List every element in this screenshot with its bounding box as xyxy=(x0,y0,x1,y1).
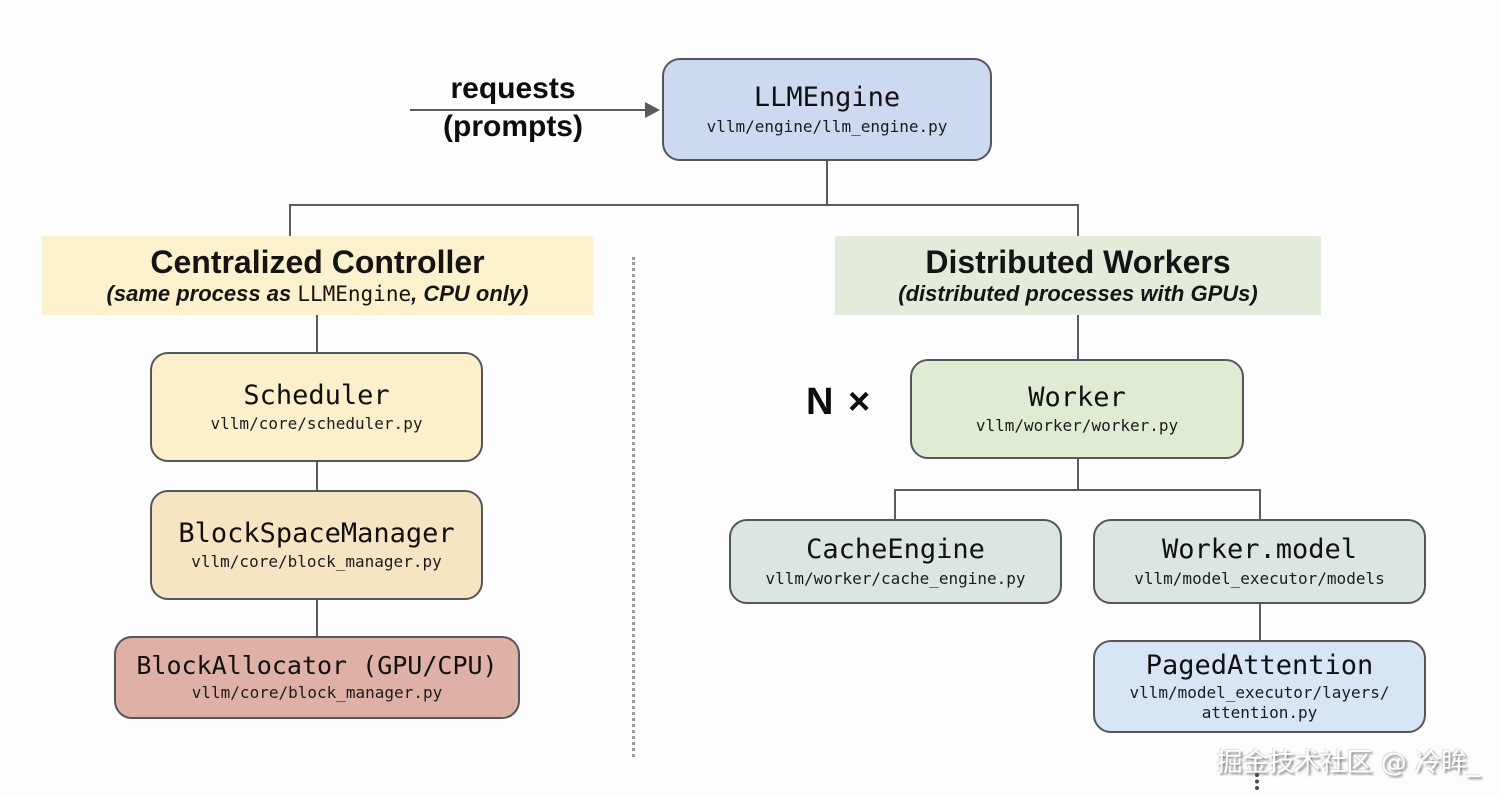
edge-bsm-to-allocator xyxy=(316,599,318,637)
edge-worker-branch xyxy=(894,489,1261,491)
node-worker-model-path: vllm/model_executor/models xyxy=(1134,568,1385,588)
node-llm-engine-title: LLMEngine xyxy=(753,82,901,114)
arrow-label-line1: requests xyxy=(450,72,576,105)
edge-scheduler-to-bsm xyxy=(316,461,318,491)
node-scheduler: Scheduler vllm/core/scheduler.py xyxy=(150,352,483,462)
node-block-allocator-title: BlockAllocator (GPU/CPU) xyxy=(136,650,498,680)
node-llm-engine-path: vllm/engine/llm_engine.py xyxy=(706,116,948,136)
node-llm-engine: LLMEngine vllm/engine/llm_engine.py xyxy=(662,58,992,161)
node-worker-model-title: Worker.model xyxy=(1161,534,1358,566)
arrow-label-line2: (prompts) xyxy=(443,110,583,144)
node-paged-attention-path-line2: attention.py xyxy=(1201,702,1318,722)
dotted-divider xyxy=(632,257,635,757)
node-block-space-manager-title: BlockSpaceManager xyxy=(178,517,455,549)
node-cache-engine-title: CacheEngine xyxy=(806,534,985,566)
node-worker-path: vllm/worker/worker.py xyxy=(975,416,1179,436)
edge-top-branch xyxy=(289,204,1079,206)
node-scheduler-path: vllm/core/scheduler.py xyxy=(210,414,423,434)
node-worker-title: Worker xyxy=(1028,381,1126,413)
subtitle-code: LLMEngine xyxy=(297,281,412,306)
subtitle-suffix: , CPU only) xyxy=(411,280,529,306)
node-worker-model: Worker.model vllm/model_executor/models xyxy=(1093,519,1426,604)
node-block-allocator-path: vllm/core/block_manager.py xyxy=(191,683,443,703)
node-block-allocator: BlockAllocator (GPU/CPU) vllm/core/block… xyxy=(114,636,520,719)
edge-requests-arrow-shaft xyxy=(410,109,648,111)
arrow-label: requests (prompts) xyxy=(398,70,628,147)
watermark-dots xyxy=(1255,773,1259,790)
distributed-workers-subtitle: (distributed processes with GPUs) xyxy=(898,280,1258,306)
edge-branch-to-cacheengine xyxy=(894,489,896,520)
distributed-workers-title: Distributed Workers xyxy=(925,243,1231,280)
section-header-centralized-controller: Centralized Controller (same process as … xyxy=(42,236,593,315)
edge-branch-to-centralized xyxy=(289,204,291,237)
edge-distributed-to-worker xyxy=(1077,315,1079,360)
node-cache-engine: CacheEngine vllm/worker/cache_engine.py xyxy=(729,519,1062,604)
edge-llmengine-down xyxy=(826,160,828,205)
subtitle-prefix: (same process as xyxy=(106,280,298,306)
edge-worker-down xyxy=(1077,458,1079,490)
arrowhead-icon xyxy=(645,102,660,118)
centralized-controller-title: Centralized Controller xyxy=(150,243,485,280)
node-scheduler-title: Scheduler xyxy=(243,379,390,411)
edge-branch-to-distributed xyxy=(1077,204,1079,237)
edge-centralized-to-scheduler xyxy=(316,315,318,353)
section-header-distributed-workers: Distributed Workers (distributed process… xyxy=(835,236,1321,315)
worker-multiplier-label: N × xyxy=(806,381,873,423)
node-block-space-manager-path: vllm/core/block_manager.py xyxy=(191,552,442,572)
edge-workermodel-to-pagedattention xyxy=(1259,603,1261,641)
node-cache-engine-path: vllm/worker/cache_engine.py xyxy=(765,568,1026,588)
watermark: 掘金技术社区 @ 冷眸_ xyxy=(1216,748,1480,778)
edge-branch-to-workermodel xyxy=(1259,489,1261,520)
node-paged-attention-title: PagedAttention xyxy=(1145,650,1374,682)
centralized-controller-subtitle: (same process as LLMEngine, CPU only) xyxy=(107,281,529,307)
node-paged-attention-path-line1: vllm/model_executor/layers/ xyxy=(1129,682,1390,702)
node-block-space-manager: BlockSpaceManager vllm/core/block_manage… xyxy=(150,490,483,600)
node-paged-attention: PagedAttention vllm/model_executor/layer… xyxy=(1093,640,1426,733)
node-worker: Worker vllm/worker/worker.py xyxy=(910,359,1244,459)
